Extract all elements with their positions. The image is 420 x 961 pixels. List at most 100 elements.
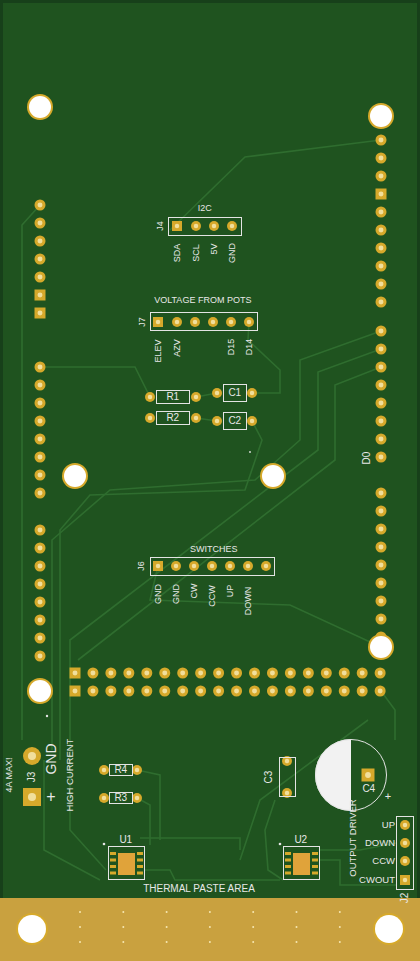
round-pad — [376, 243, 387, 254]
pin-label: J3 — [27, 772, 37, 783]
round-pad — [35, 561, 46, 572]
round-pad — [35, 254, 46, 265]
round-pad — [191, 392, 201, 402]
drill-hole — [230, 224, 235, 229]
round-pad — [35, 362, 46, 373]
trace — [137, 798, 150, 845]
drill-hole — [247, 320, 252, 325]
round-pad — [247, 416, 257, 426]
round-pad — [285, 686, 296, 697]
mount-hole — [370, 636, 392, 658]
drill-hole — [174, 564, 179, 569]
component-outline: R4 — [109, 764, 133, 776]
component-outline: J2 — [396, 816, 414, 890]
capacitor-polarity-fill — [315, 739, 351, 811]
drill-hole — [38, 600, 43, 605]
smd-pad — [137, 872, 143, 875]
trace — [248, 322, 280, 393]
mount-ring — [368, 103, 394, 129]
smd-pad — [312, 872, 318, 875]
drill-hole — [379, 282, 384, 287]
round-pad — [191, 413, 201, 423]
drill-hole — [379, 437, 384, 442]
drill-hole — [38, 365, 43, 370]
trace — [150, 566, 381, 647]
drill-hole — [135, 768, 140, 773]
smd-pad — [137, 852, 143, 855]
drill-hole — [38, 636, 43, 641]
round-pad — [132, 793, 142, 803]
pin-label: UP — [226, 585, 235, 598]
drill-hole — [264, 564, 269, 569]
trace — [60, 421, 262, 760]
pin1-dot — [103, 843, 106, 846]
trace-group — [22, 140, 396, 885]
drill-hole — [234, 671, 239, 676]
drill-hole — [90, 689, 95, 694]
via — [79, 911, 81, 913]
round-pad — [400, 838, 410, 848]
trace — [140, 838, 240, 850]
round-pad — [209, 221, 219, 231]
round-pad — [207, 561, 217, 571]
drill-hole — [229, 320, 234, 325]
drill-hole — [379, 401, 384, 406]
pin1-dot — [46, 715, 48, 717]
round-pad — [267, 686, 278, 697]
pin-label: D14 — [245, 339, 254, 356]
reference-designator: J2 — [400, 893, 410, 904]
round-pad — [177, 668, 188, 679]
drill-hole — [216, 671, 221, 676]
smd-pad — [110, 852, 116, 855]
mount-ring — [260, 463, 286, 489]
round-pad — [171, 561, 181, 571]
drill-hole — [38, 293, 43, 298]
drill-hole — [90, 671, 95, 676]
round-pad — [376, 506, 387, 517]
round-pad — [400, 820, 410, 830]
drill-hole — [379, 563, 384, 568]
drill-hole — [194, 395, 199, 400]
drill-hole — [212, 224, 217, 229]
via — [79, 941, 81, 943]
round-pad — [191, 221, 201, 231]
pin-label: HIGH CURRENT — [65, 739, 75, 812]
trace — [145, 870, 280, 880]
silk-label: THERMAL PASTE AREA — [143, 884, 255, 894]
drill-hole — [180, 671, 185, 676]
drill-hole — [144, 671, 149, 676]
square-pad — [70, 668, 81, 679]
drill-hole — [306, 689, 311, 694]
round-pad — [105, 668, 116, 679]
mount-ring — [27, 678, 53, 704]
pin-label: D0 — [362, 452, 372, 465]
drill-hole — [215, 391, 220, 396]
drill-hole — [379, 174, 384, 179]
via — [209, 911, 211, 913]
mount-hole — [370, 105, 392, 127]
pin-label: GND — [44, 743, 58, 774]
square-pad — [153, 561, 163, 571]
smd-pad — [110, 859, 116, 862]
round-pad — [35, 434, 46, 445]
drill-hole — [216, 689, 221, 694]
drill-hole — [38, 383, 43, 388]
via — [122, 926, 124, 928]
via-group — [79, 911, 341, 943]
mount-ring — [373, 913, 405, 945]
drill-hole — [38, 564, 43, 569]
square-pad — [23, 788, 41, 806]
round-pad — [141, 686, 152, 697]
round-pad — [376, 542, 387, 553]
pin-label: D15 — [227, 339, 236, 356]
smd-pad — [137, 859, 143, 862]
round-pad — [213, 668, 224, 679]
round-pad — [35, 651, 46, 662]
round-pad — [376, 398, 387, 409]
drill-hole — [379, 329, 384, 334]
trace — [52, 331, 381, 750]
drill-hole — [108, 671, 113, 676]
component-outline: U1 — [108, 846, 145, 880]
drill-hole — [38, 401, 43, 406]
round-pad — [261, 561, 271, 571]
